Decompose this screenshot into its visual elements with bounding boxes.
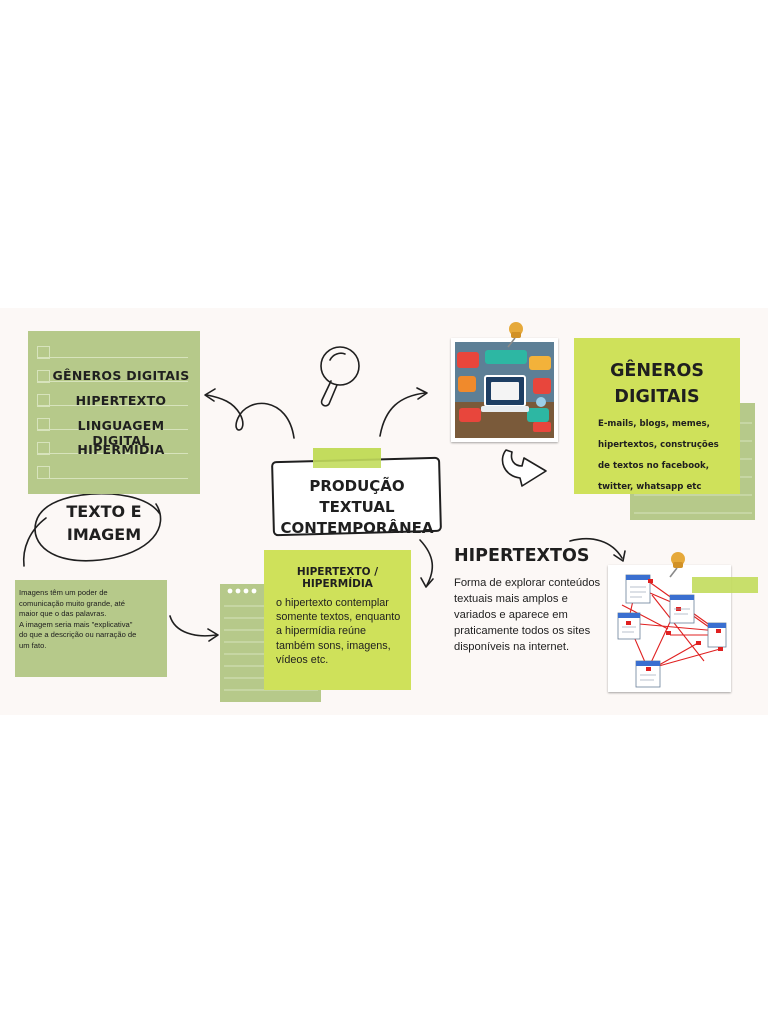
washi-tape	[313, 448, 381, 468]
checkbox-icon	[37, 346, 50, 359]
central-title-line2: CONTEMPORÂNEA	[280, 519, 434, 537]
generos-digitais-body: E-mails, blogs, memes, hipertextos, cons…	[598, 414, 733, 498]
topics-note: GÊNEROS DIGITAIS HIPERTEXTO LINGUAGEM DI…	[28, 331, 200, 494]
texto-imagem-body: Imagens têm um poder de comunicação muit…	[19, 588, 165, 652]
texto-imagem-line: do que a descrição ou narração de	[19, 630, 137, 640]
mind-map-canvas: GÊNEROS DIGITAIS HIPERTEXTO LINGUAGEM DI…	[0, 308, 768, 715]
laptop-collage-illustration	[451, 338, 558, 442]
arrow-to-top-left-icon	[206, 394, 295, 439]
checkbox-icon	[37, 370, 50, 383]
checkbox-icon	[37, 466, 50, 479]
generos-body-line: twitter, whatsapp etc	[598, 482, 702, 492]
generos-digitais-title: GÊNEROS DIGITAIS	[574, 358, 740, 410]
topic-hipertexto: HIPERTEXTO	[75, 393, 167, 408]
checkbox-icon	[37, 442, 50, 455]
generos-title-line1: GÊNEROS	[610, 361, 704, 381]
hipertexto-hipermidia-note: HIPERTEXTO / HIPERMÍDIA o hipertexto con…	[264, 550, 411, 690]
texto-imagem-title: TEXTO E IMAGEM	[48, 500, 160, 546]
texto-imagem-line: Imagens têm um poder de	[19, 588, 108, 597]
arrow-to-collage-icon	[379, 392, 426, 437]
checkbox-icon	[37, 418, 50, 431]
generos-title-line2: DIGITAIS	[614, 387, 700, 407]
topic-hipermidia: HIPERMÍDIA	[77, 442, 165, 457]
texto-imagem-note: Imagens têm um poder de comunicação muit…	[15, 580, 167, 677]
topic-linguagem-digital: LINGUAGEM DIGITAL	[77, 418, 165, 448]
push-pin-icon	[507, 322, 523, 348]
texto-imagem-line: A imagem seria mais "explicativa"	[19, 619, 133, 629]
texto-imagem-title-line2: IMAGEM	[66, 525, 142, 544]
checkbox-icon	[37, 394, 50, 407]
texto-imagem-line: maior que o das palavras.	[19, 609, 107, 619]
hipertextos-body: Forma de explorar conteúdos textuais mai…	[454, 577, 601, 653]
generos-body-line: de textos no facebook,	[598, 461, 709, 471]
texto-imagem-line: um fato.	[19, 640, 47, 650]
generos-body-line: E-mails, blogs, memes,	[598, 419, 710, 429]
hipertexto-hipermidia-body: o hipertexto contemplar somente textos, …	[276, 597, 401, 666]
central-title: PRODUÇÃO TEXTUAL CONTEMPORÂNEA	[272, 476, 442, 539]
magnifier-icon	[320, 346, 360, 407]
hipertextos-title: HIPERTEXTOS	[454, 546, 590, 566]
texto-imagem-line: comunicação muito grande, até	[19, 598, 125, 608]
push-pin-icon	[669, 552, 685, 578]
arrow-to-back-note-icon	[169, 615, 217, 637]
washi-tape	[692, 577, 758, 593]
generos-body-line: hipertextos, construções	[598, 440, 719, 450]
central-title-line1: PRODUÇÃO TEXTUAL	[309, 477, 405, 516]
texto-imagem-title-line1: TEXTO E	[66, 502, 142, 521]
arrow-to-hipermidia-icon	[419, 539, 434, 586]
outline-arrow-icon	[501, 449, 547, 487]
connector-arrows	[22, 346, 626, 642]
topic-generos-digitais: GÊNEROS DIGITAIS	[52, 368, 190, 383]
arrow-to-network-icon	[569, 537, 623, 559]
hipertexto-hipermidia-title: HIPERTEXTO / HIPERMÍDIA	[296, 566, 379, 590]
generos-digitais-note: GÊNEROS DIGITAIS E-mails, blogs, memes, …	[574, 338, 740, 494]
